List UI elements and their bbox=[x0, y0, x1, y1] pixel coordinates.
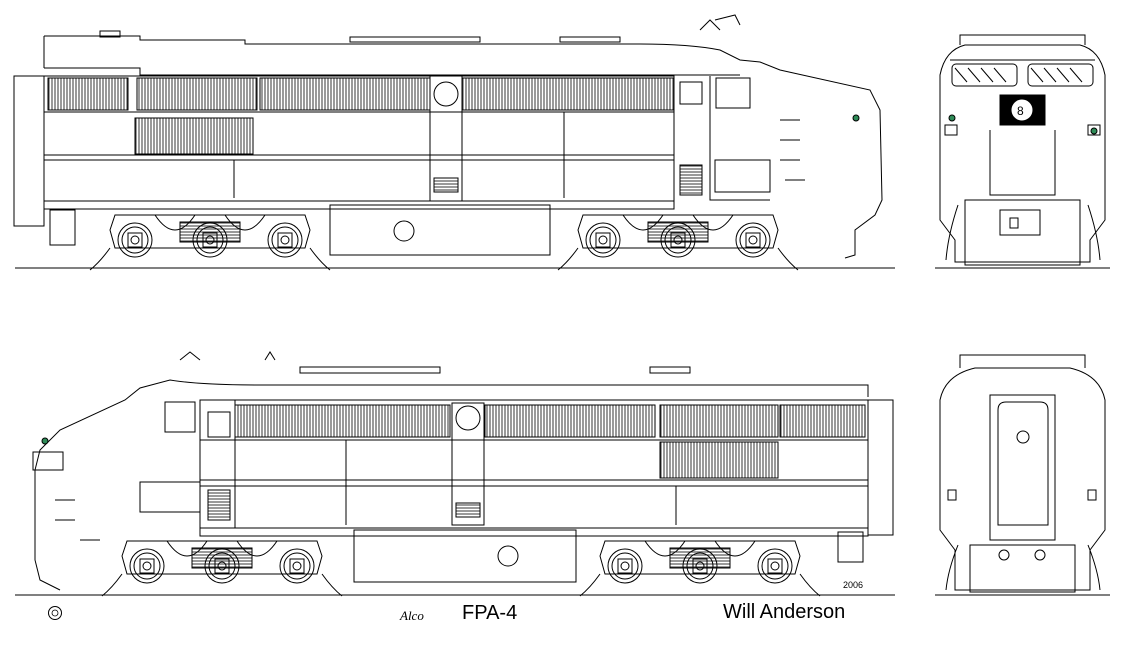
builder-logo-icon bbox=[48, 606, 62, 620]
front-end-view: 8 bbox=[935, 34, 1110, 269]
builder-signature: Alco bbox=[400, 608, 424, 623]
author-credit: Will Anderson bbox=[723, 601, 846, 623]
drawing-year: 2006 bbox=[843, 580, 864, 590]
side-view-right bbox=[15, 351, 895, 596]
rear-end-view bbox=[935, 354, 1110, 596]
model-title: FPA-4 bbox=[462, 602, 518, 624]
side-view-left bbox=[13, 14, 895, 270]
svg-text:8: 8 bbox=[1017, 104, 1024, 118]
